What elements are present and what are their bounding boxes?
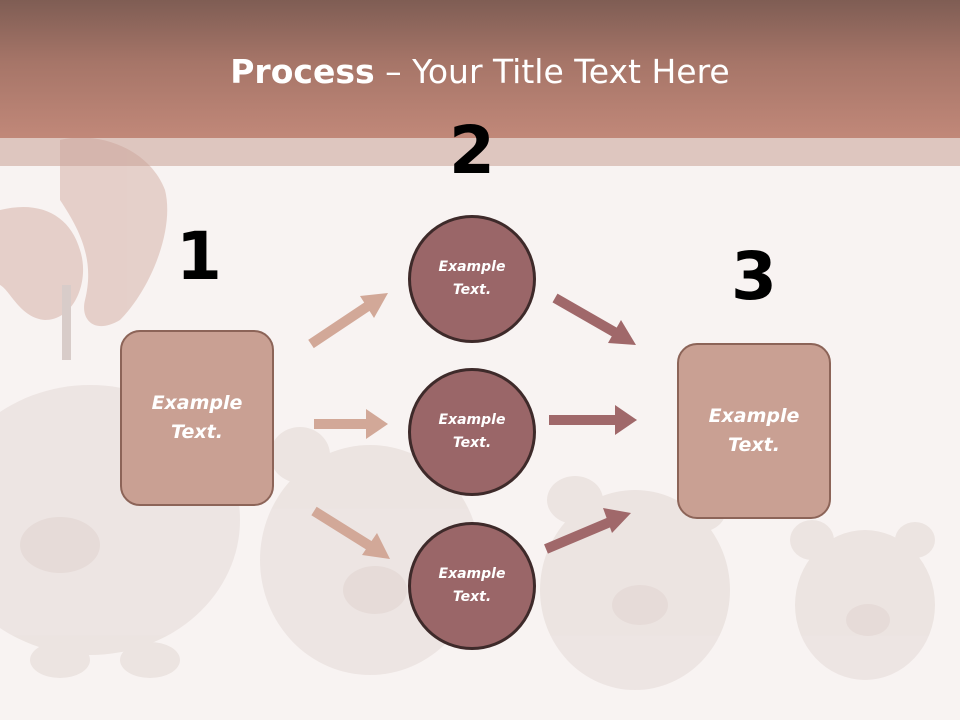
step-number-1: 1 bbox=[176, 218, 222, 295]
step-3-box: Example Text. bbox=[677, 343, 831, 519]
step-2-circle-middle-text: Example Text. bbox=[438, 412, 506, 451]
title-band bbox=[0, 138, 960, 166]
arrow-1-to-bottom bbox=[311, 506, 390, 559]
title-bar bbox=[0, 0, 960, 138]
arrow-1-to-top bbox=[308, 293, 388, 349]
step-2-circle-top-text: Example Text. bbox=[438, 259, 506, 298]
slide-title-bold: Process bbox=[230, 52, 375, 91]
step-number-2: 2 bbox=[449, 112, 495, 189]
step-2-circle-bottom: Example Text. bbox=[408, 522, 536, 650]
arrow-middle-to-3 bbox=[549, 405, 637, 435]
arrow-top-to-3 bbox=[552, 293, 636, 345]
step-2-circle-middle: Example Text. bbox=[408, 368, 536, 496]
step-number-3: 3 bbox=[731, 238, 777, 315]
slide-title: Process – Your Title Text Here bbox=[0, 52, 960, 91]
step-1-box: Example Text. bbox=[120, 330, 274, 506]
arrow-bottom-to-3 bbox=[544, 508, 631, 554]
step-1-text: Example Text. bbox=[151, 392, 243, 443]
arrow-1-to-middle bbox=[314, 409, 388, 439]
step-2-circle-top: Example Text. bbox=[408, 215, 536, 343]
step-2-circle-bottom-text: Example Text. bbox=[438, 566, 506, 605]
step-3-text: Example Text. bbox=[708, 405, 800, 456]
slide-title-rest: – Your Title Text Here bbox=[374, 52, 730, 91]
